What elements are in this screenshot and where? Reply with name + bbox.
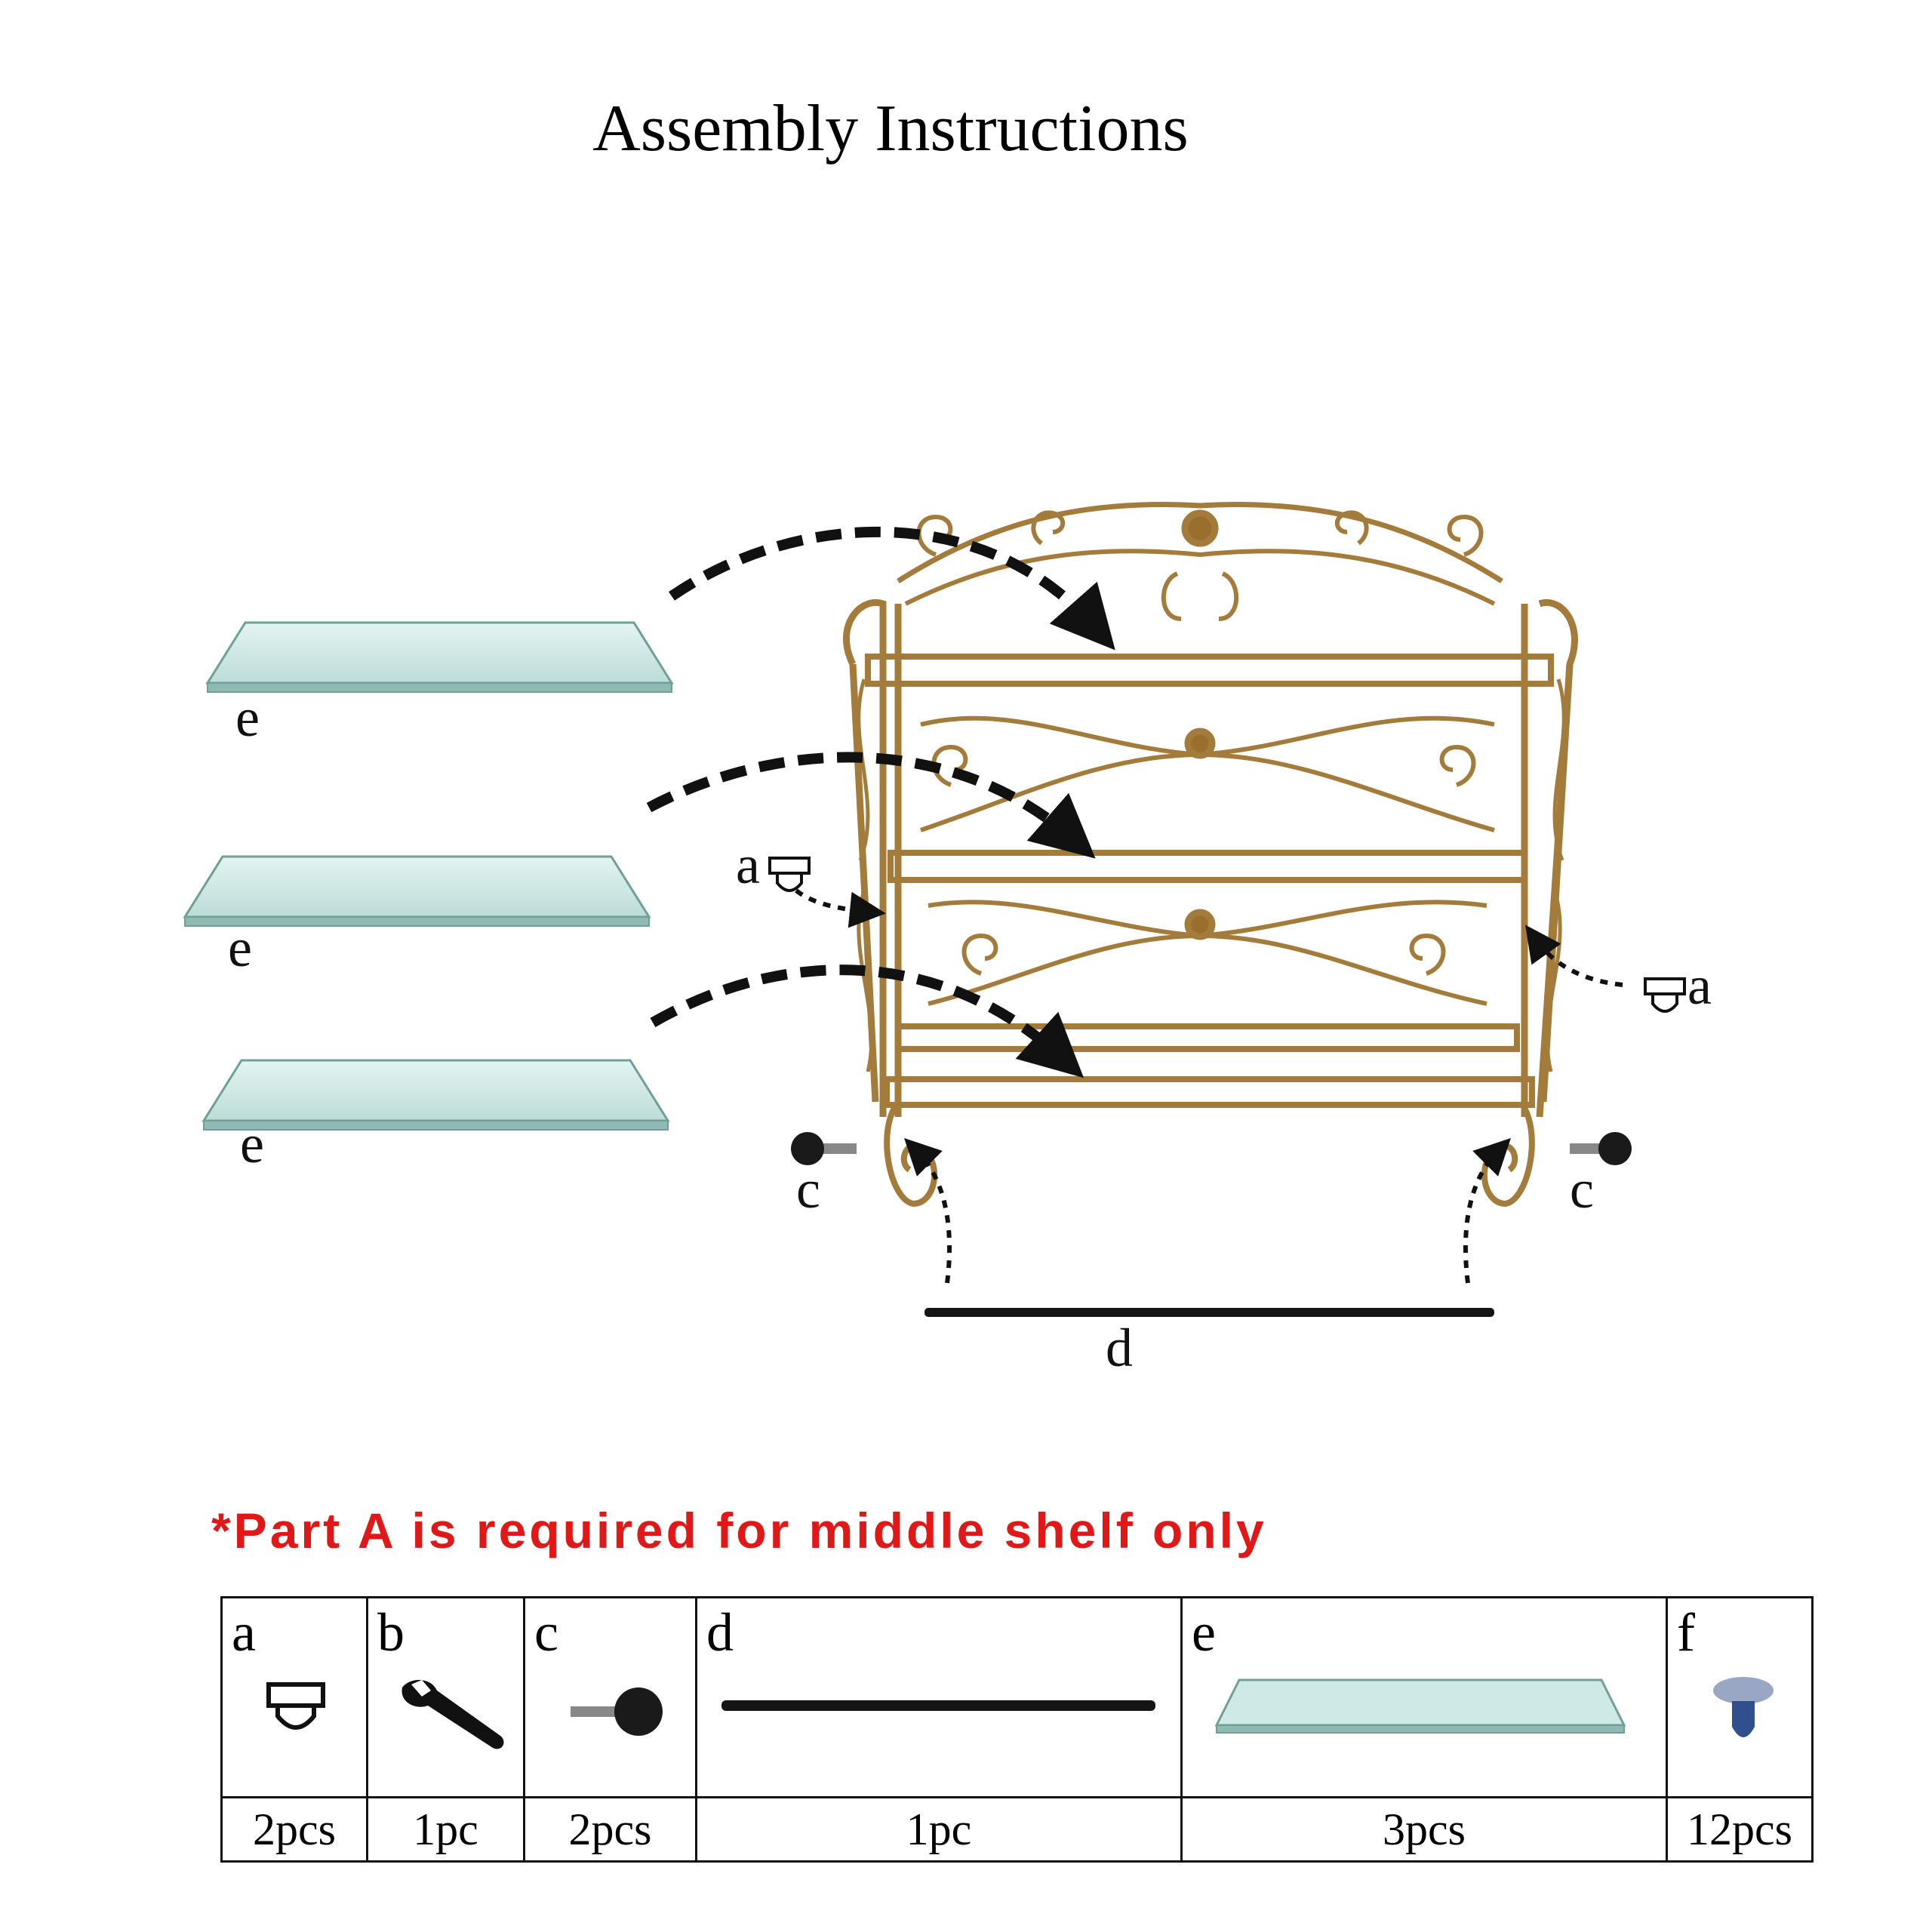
part-letter: c [534,1602,558,1663]
glass-shelf-icon [1214,1678,1626,1734]
rod-icon [721,1700,1155,1711]
rod-icon [924,1308,1494,1317]
part-qty: 2pcs [568,1804,652,1854]
part-letter: f [1677,1602,1695,1663]
glass-shelf-bottom [202,1059,670,1131]
part-letter: a [232,1602,256,1663]
shelf-insert-arrows [646,527,1115,1078]
page-title: Assembly Instructions [592,92,1189,165]
ball-screw-icon [1570,1132,1632,1165]
parts-table: a b c d e [220,1596,1814,1863]
part-letter: e [1192,1602,1216,1663]
label-e-middle: e [228,918,252,978]
glass-shelf-middle [183,855,651,927]
middle-shelf-note: *Part A is required for middle shelf onl… [211,1503,1267,1558]
label-d: d [1106,1318,1133,1378]
part-qty: 1pc [906,1804,972,1854]
part-qty: 3pcs [1383,1804,1466,1854]
glass-shelf-top [205,621,674,693]
label-e-bottom: e [240,1114,264,1174]
bracket-icon [1644,977,1686,1013]
ball-screw-icon [571,1687,663,1736]
part-qty: 2pcs [253,1804,336,1854]
wrench-icon [401,1679,504,1749]
assembly-diagram [183,501,1686,1317]
part-pointer-arrows [795,888,1623,1284]
label-c-left: c [796,1159,820,1220]
label-a-left: a [736,835,760,895]
part-letter: d [706,1602,734,1663]
shelf-peg-icon [1713,1677,1774,1737]
part-letter: b [377,1602,405,1663]
part-qty: 1pc [413,1804,478,1854]
label-e-top: e [235,688,260,748]
label-c-right: c [1570,1159,1594,1220]
shelf-rack [842,501,1578,1208]
ball-screw-icon [791,1132,857,1165]
bracket-icon [768,857,811,892]
part-qty: 12pcs [1687,1804,1792,1854]
label-a-right: a [1687,955,1712,1016]
bracket-icon [266,1682,325,1730]
